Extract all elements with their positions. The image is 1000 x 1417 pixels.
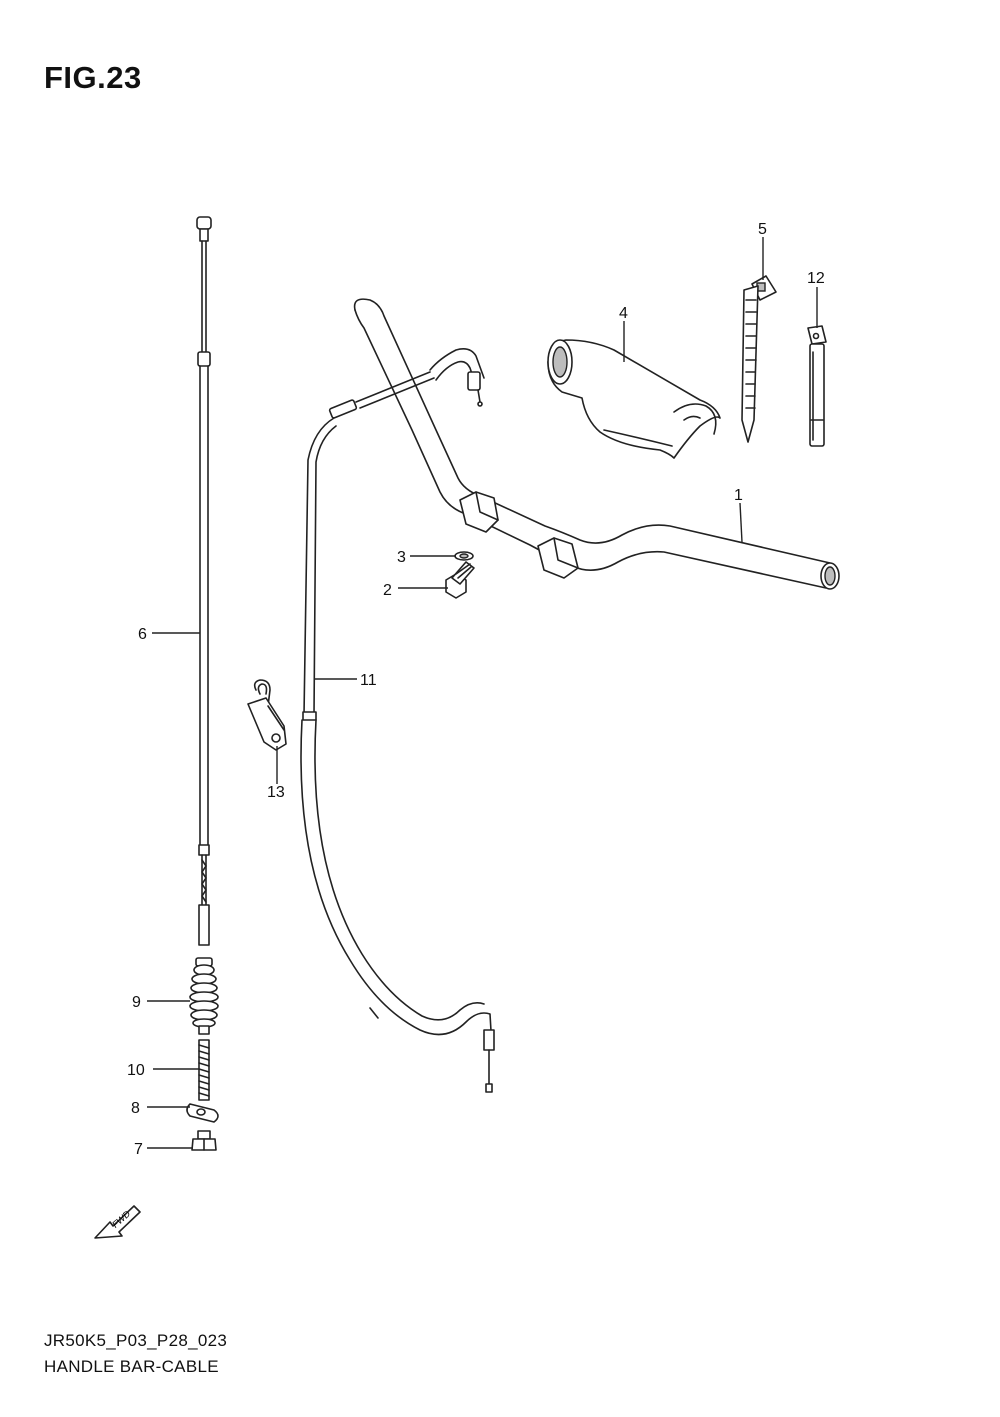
callout-labels: 1 2 3 4 5 6 7 8 9 10 11 12 13 [127,221,825,1158]
part-3-washer [454,551,474,561]
callout-5: 5 [758,221,767,238]
callout-10: 10 [127,1062,145,1079]
figure-title: FIG.23 [44,60,142,95]
diagram-name: HANDLE BAR-CABLE [44,1357,219,1376]
part-10-threaded-adjuster [198,1039,210,1101]
part-12-clamp [807,325,827,447]
callout-6: 6 [138,626,147,643]
part-4-cover [547,339,721,459]
leader-lines [147,237,818,1149]
part-11-throttle-cable [300,371,495,1093]
callout-12: 12 [807,270,825,287]
part-6-cable [196,216,212,946]
callout-8: 8 [131,1100,140,1117]
diagram-code: JR50K5_P03_P28_023 [44,1331,228,1350]
callout-3: 3 [397,549,406,566]
part-1-handlebar [353,298,840,590]
part-5-cable-tie [741,275,777,443]
part-7-nut [191,1130,217,1151]
callout-4: 4 [619,305,628,322]
callout-11: 11 [360,672,377,689]
callout-13: 13 [267,784,285,801]
fwd-arrow-icon: FWD [94,1205,141,1239]
callout-7: 7 [134,1141,143,1158]
callout-1: 1 [734,487,743,504]
part-9-boot [189,957,219,1035]
callout-9: 9 [132,994,141,1011]
part-8-joint [186,1103,219,1123]
part-2-bolt [445,561,475,599]
part-13-bracket [247,679,287,751]
callout-2: 2 [383,582,392,599]
